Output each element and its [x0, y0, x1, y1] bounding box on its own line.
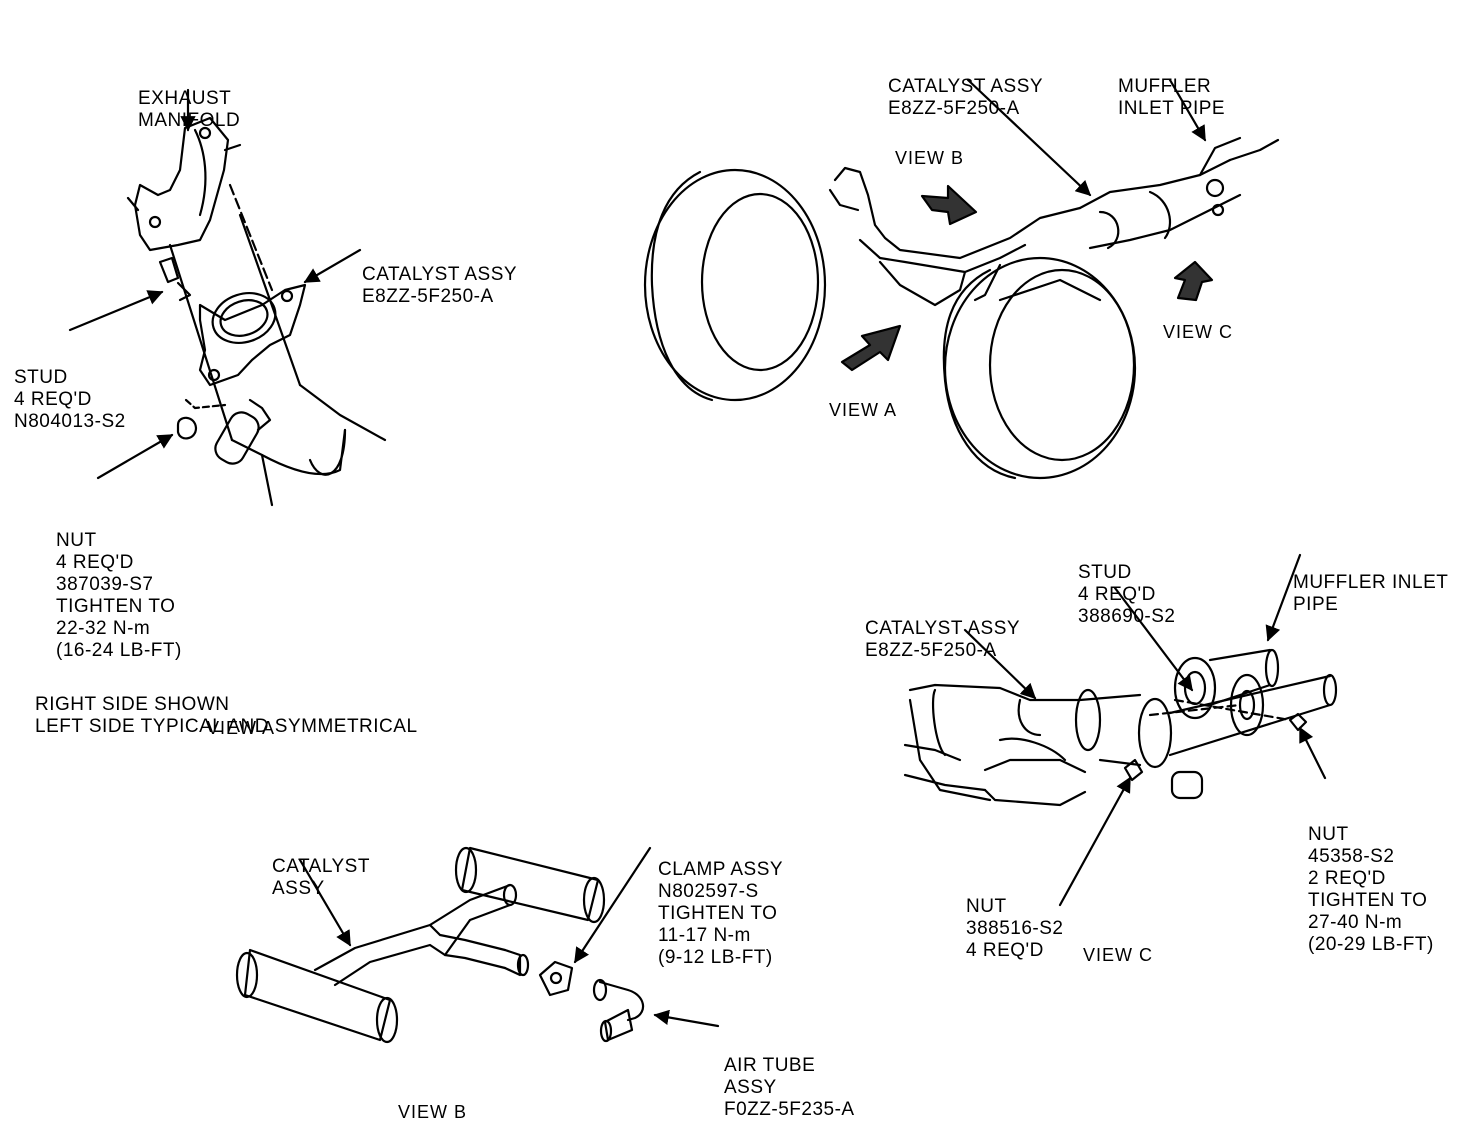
title-view-a: VIEW A	[207, 718, 276, 738]
view-b-air-tube	[592, 978, 645, 1043]
overview-exhaust	[828, 136, 1280, 307]
view-c-arrow	[1173, 260, 1214, 302]
view-b-converters	[235, 846, 606, 1044]
overview-view-c: VIEW C	[1163, 322, 1234, 342]
view-c-flanges	[1074, 648, 1338, 800]
overview-drawing	[643, 78, 1280, 480]
rear-tire	[942, 256, 1137, 480]
catalyst-pipe-body	[168, 183, 387, 507]
title-view-c: VIEW C	[1083, 945, 1154, 965]
overview-view-b: VIEW B	[895, 148, 965, 168]
front-tire	[643, 168, 827, 402]
title-view-b: VIEW B	[398, 1102, 468, 1122]
view-b-clamp	[538, 960, 574, 997]
view-b-arrow	[920, 184, 978, 226]
view-a-arrow	[840, 324, 902, 372]
view-c-catalyst	[903, 683, 1087, 807]
stud-nut-detail	[158, 256, 227, 440]
view-c-drawing	[903, 553, 1338, 907]
view-b-crossover-tube	[313, 883, 530, 987]
view-b-drawing	[235, 846, 720, 1044]
exhaust-manifold-flange	[126, 116, 242, 252]
air-fitting	[214, 398, 272, 465]
view-a-drawing	[68, 88, 387, 507]
overview-view-a: VIEW A	[829, 400, 898, 420]
